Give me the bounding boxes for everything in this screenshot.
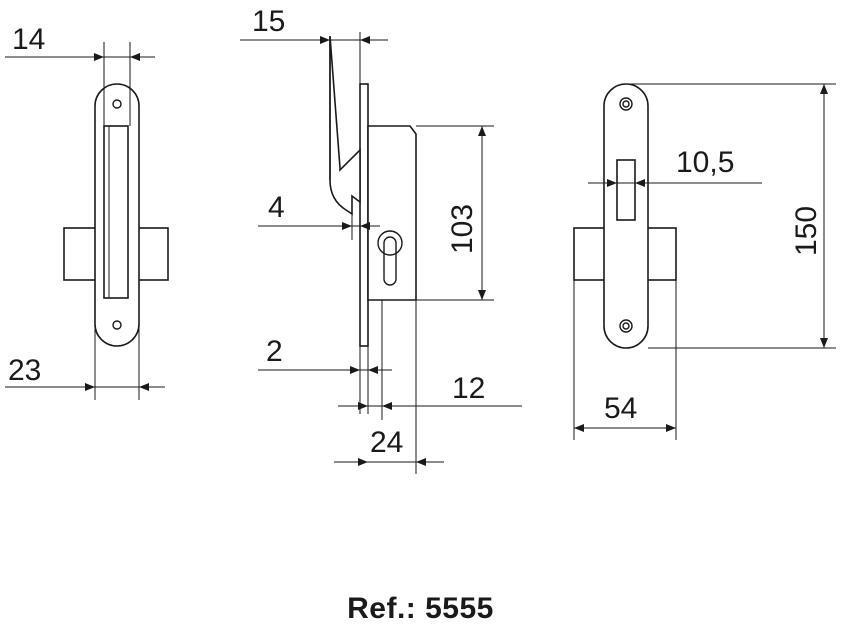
reference-label: Ref.: 5555	[347, 592, 494, 625]
dim-23: 23	[8, 354, 41, 387]
dim-150: 150	[790, 206, 823, 256]
rear-view: 10,5 150 54	[573, 83, 836, 440]
dim-12: 12	[452, 372, 485, 405]
side-view: 15 4 2 12 24 103	[240, 5, 522, 474]
side-cylinder	[377, 230, 403, 256]
side-lock-body	[367, 125, 417, 301]
front-view: 14 23	[5, 23, 169, 400]
side-hook	[329, 35, 361, 216]
front-screw-top	[112, 99, 122, 109]
rear-screw-bottom	[619, 319, 633, 333]
dim-103: 103	[446, 204, 479, 254]
dim-4: 4	[268, 191, 285, 224]
dim-14: 14	[12, 23, 45, 56]
rear-latch-window	[616, 159, 636, 221]
dim-10-5: 10,5	[676, 146, 734, 179]
rear-screw-top	[619, 97, 633, 111]
front-slot	[103, 125, 129, 299]
dim-54: 54	[604, 392, 637, 425]
dim-24: 24	[370, 426, 403, 459]
side-faceplate	[359, 83, 369, 347]
front-screw-bottom	[112, 320, 122, 330]
dim-2: 2	[266, 335, 283, 368]
dim-15: 15	[252, 5, 285, 38]
